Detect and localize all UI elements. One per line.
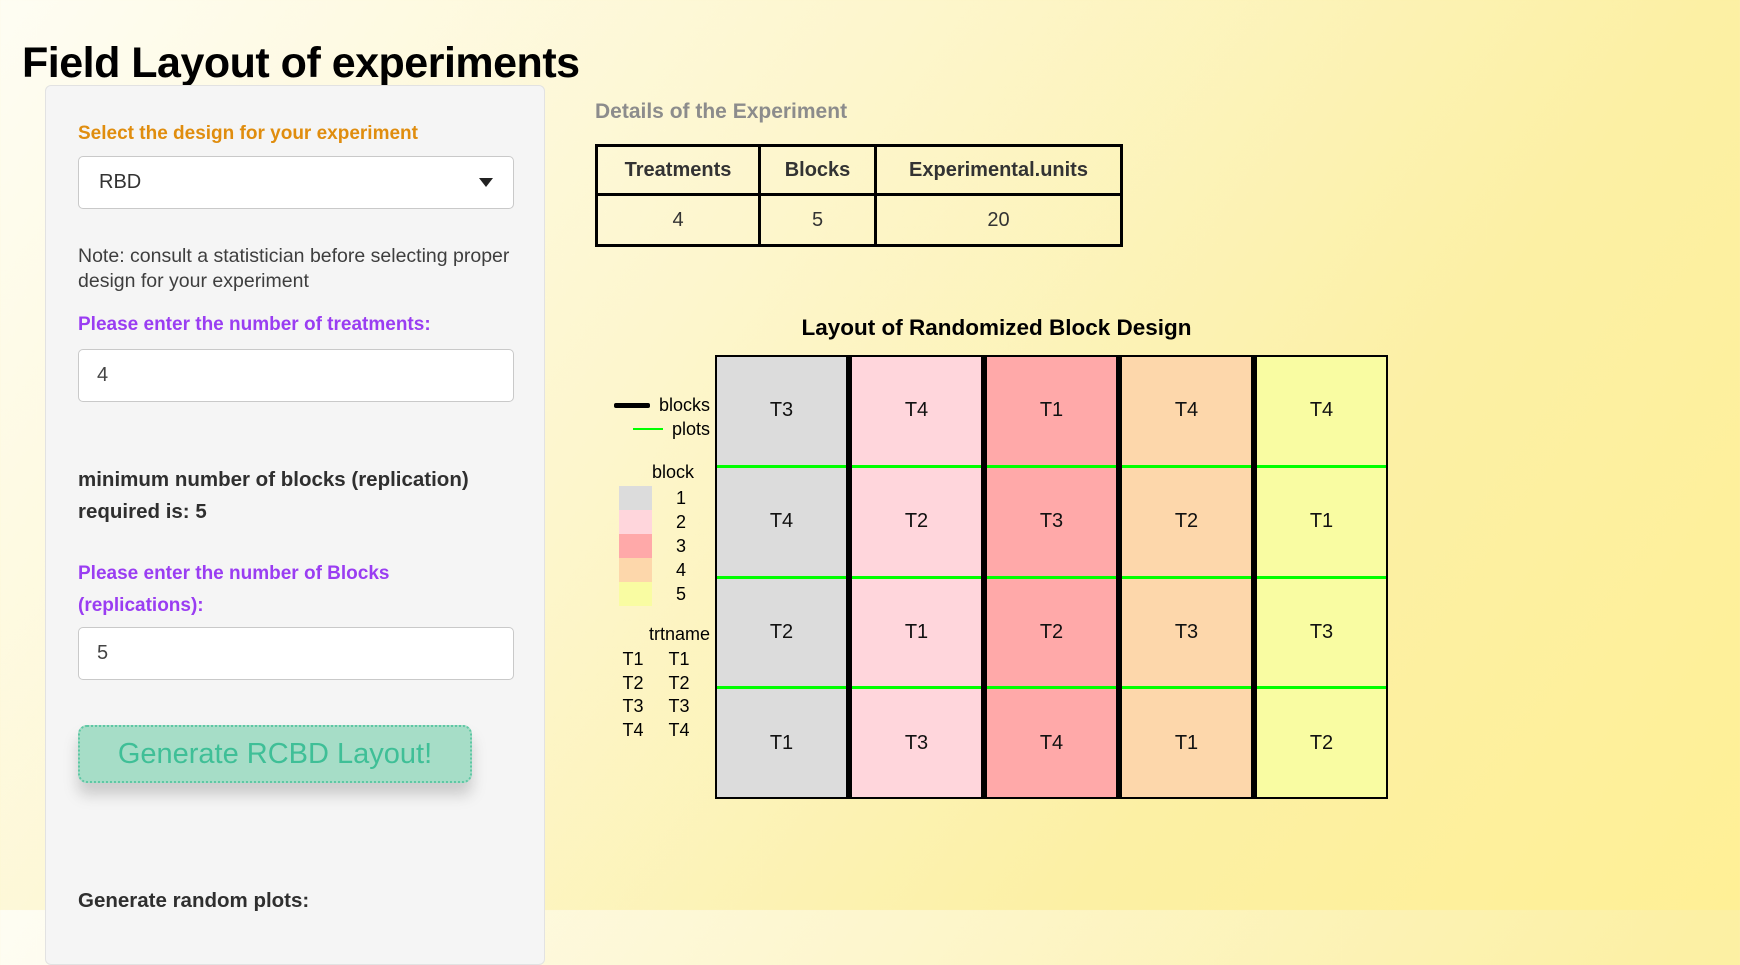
legend-trtname-title: trtname (605, 624, 710, 648)
plot-cell: T2 (717, 576, 846, 687)
plot-cell: T3 (987, 465, 1116, 576)
blocks-line-swatch (614, 403, 650, 408)
trtname-label: T4 (659, 720, 699, 741)
block-color-swatch (619, 558, 652, 582)
trtname-label: T1 (659, 649, 699, 670)
trtname-label: T2 (659, 673, 699, 694)
trtname-label: T3 (613, 696, 653, 717)
blocks-label: Please enter the number of Blocks (repli… (78, 558, 498, 622)
table-value-row: 4 5 20 (597, 195, 1122, 246)
design-select[interactable]: RBD (78, 156, 514, 209)
plot-cell: T4 (1257, 357, 1386, 465)
blocks-input[interactable] (78, 627, 514, 680)
block-column: T4T1T3T2 (1251, 357, 1386, 797)
treatments-input[interactable] (78, 349, 514, 402)
legend-block-row: 2 (605, 510, 710, 534)
plot-cell: T3 (717, 357, 846, 465)
legend-line-item-blocks: blocks (605, 393, 710, 417)
generate-rcbd-button[interactable]: Generate RCBD Layout! (78, 725, 472, 783)
block-color-swatch (619, 582, 652, 606)
details-heading: Details of the Experiment (595, 100, 847, 124)
plot-cell: T3 (1122, 576, 1251, 687)
plot-cell: T4 (987, 686, 1116, 797)
block-color-swatch (619, 486, 652, 510)
trtname-row: T3 T3 (605, 695, 710, 719)
plots-line-swatch (633, 428, 663, 430)
table-header-cell: Treatments (597, 146, 760, 195)
design-select-value: RBD (99, 171, 141, 194)
block-number-label: 1 (652, 488, 710, 509)
legend-line-label: blocks (659, 395, 710, 416)
page-title: Field Layout of experiments (22, 39, 580, 88)
trtname-label: T1 (613, 649, 653, 670)
plot-cell: T2 (1122, 465, 1251, 576)
plot-cell: T1 (852, 576, 981, 687)
legend-block-row: 3 (605, 534, 710, 558)
plot-cell: T1 (1257, 465, 1386, 576)
design-select-label: Select the design for your experiment (78, 123, 418, 145)
plot-cell: T3 (1257, 576, 1386, 687)
plot-cell: T1 (717, 686, 846, 797)
plot-cell: T1 (1122, 686, 1251, 797)
trtname-row: T1 T1 (605, 648, 710, 672)
block-number-label: 4 (652, 560, 710, 581)
trtname-label: T3 (659, 696, 699, 717)
legend-line-item-plots: plots (605, 417, 710, 441)
block-color-swatch (619, 534, 652, 558)
legend-block-row: 4 (605, 558, 710, 582)
plot-cell: T2 (987, 576, 1116, 687)
table-value-cell: 5 (760, 195, 876, 246)
plot-cell: T3 (852, 686, 981, 797)
layout-grid: T3T4T2T1T4T2T1T3T1T3T2T4T4T2T3T1T4T1T3T2 (715, 355, 1388, 799)
legend-block-row: 1 (605, 486, 710, 510)
table-header-cell: Blocks (760, 146, 876, 195)
plot-cell: T4 (717, 465, 846, 576)
sidebar-panel: Select the design for your experiment RB… (45, 85, 545, 965)
legend-block-title: block (605, 462, 710, 486)
treatments-label: Please enter the number of treatments: (78, 314, 431, 336)
legend-block-row: 5 (605, 582, 710, 606)
random-plots-label: Generate random plots: (78, 889, 309, 913)
trtname-label: T2 (613, 673, 653, 694)
design-note: Note: consult a statistician before sele… (78, 244, 520, 294)
chevron-down-icon (479, 178, 493, 187)
table-value-cell: 4 (597, 195, 760, 246)
trtname-label: T4 (613, 720, 653, 741)
block-column: T1T3T2T4 (981, 357, 1116, 797)
plot-cell: T4 (1122, 357, 1251, 465)
plot-cell: T1 (987, 357, 1116, 465)
legend-trtname: trtname T1T1T2T2T3T3T4T4 (605, 624, 710, 742)
legend-lines: blocks plots (605, 393, 710, 441)
trtname-row: T2 T2 (605, 672, 710, 696)
block-number-label: 5 (652, 584, 710, 605)
table-header-cell: Experimental.units (876, 146, 1122, 195)
block-column: T4T2T1T3 (846, 357, 981, 797)
min-blocks-text: minimum number of blocks (replication) r… (78, 464, 512, 528)
block-color-swatch (619, 510, 652, 534)
plot-cell: T4 (852, 357, 981, 465)
plot-cell: T2 (852, 465, 981, 576)
plot-title: Layout of Randomized Block Design (605, 315, 1388, 341)
block-column: T4T2T3T1 (1116, 357, 1251, 797)
legend-block-swatches: block 1 2 3 4 5 (605, 462, 710, 606)
block-number-label: 3 (652, 536, 710, 557)
table-header-row: Treatments Blocks Experimental.units (597, 146, 1122, 195)
block-number-label: 2 (652, 512, 710, 533)
block-column: T3T4T2T1 (717, 357, 846, 797)
trtname-row: T4 T4 (605, 719, 710, 743)
details-table: Treatments Blocks Experimental.units 4 5… (595, 144, 1123, 247)
plot-cell: T2 (1257, 686, 1386, 797)
table-value-cell: 20 (876, 195, 1122, 246)
legend-line-label: plots (672, 419, 710, 440)
